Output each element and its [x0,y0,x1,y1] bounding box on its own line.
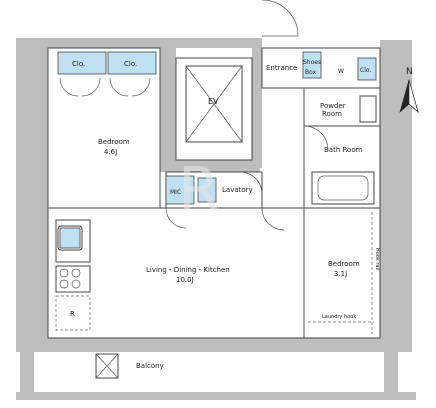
north-compass: N [399,67,419,113]
living-name: Living・Dining・Kitchen [146,266,230,274]
bedroom-second-size: 3.1J [334,270,347,278]
kitchen-sink [59,227,81,249]
interior-walls [47,47,381,339]
bedroom-second-name: Bedroom [328,260,360,268]
balcony-hatch [95,353,119,379]
shoes-box-label-2: Box [305,69,317,76]
hook-rail-label: Hook rail [374,248,380,270]
closet-small-label: Clo. [360,67,371,74]
refrigerator-label: R [70,310,75,318]
bedroom-main-size: 4.6J [104,148,117,156]
door-swings [59,0,329,231]
compass-north-label: N [406,67,413,77]
ev-label: EV [208,97,219,106]
closet-left [57,51,107,75]
balcony-label: Balcony [136,362,164,370]
powder-room-label-2: Room [322,110,342,118]
washer-label: W [338,68,344,75]
watermark-logo: R [178,155,220,225]
bedroom-main-name: Bedroom [98,138,130,146]
closet-label-right: Clo. [124,60,137,68]
closet-right [107,51,157,75]
shoes-box-label-1: Shoes [303,59,321,66]
living-size: 10.0J [176,276,194,284]
closet-small [357,57,377,81]
bath-room-label: Bath Room [324,146,363,154]
lavatory-sink [197,177,217,203]
laundry-hook-label: Laundry hook [322,314,356,320]
lavatory-label: Lavatory [222,186,253,194]
closet-label-left: Clo. [72,60,85,68]
shoes-box [302,51,322,79]
mic-label: MIC [170,189,181,196]
mic-closet [165,175,195,205]
powder-room-label-1: Powder [320,102,346,110]
structural-walls [16,38,416,400]
entrance-label: Entrance [266,64,297,72]
